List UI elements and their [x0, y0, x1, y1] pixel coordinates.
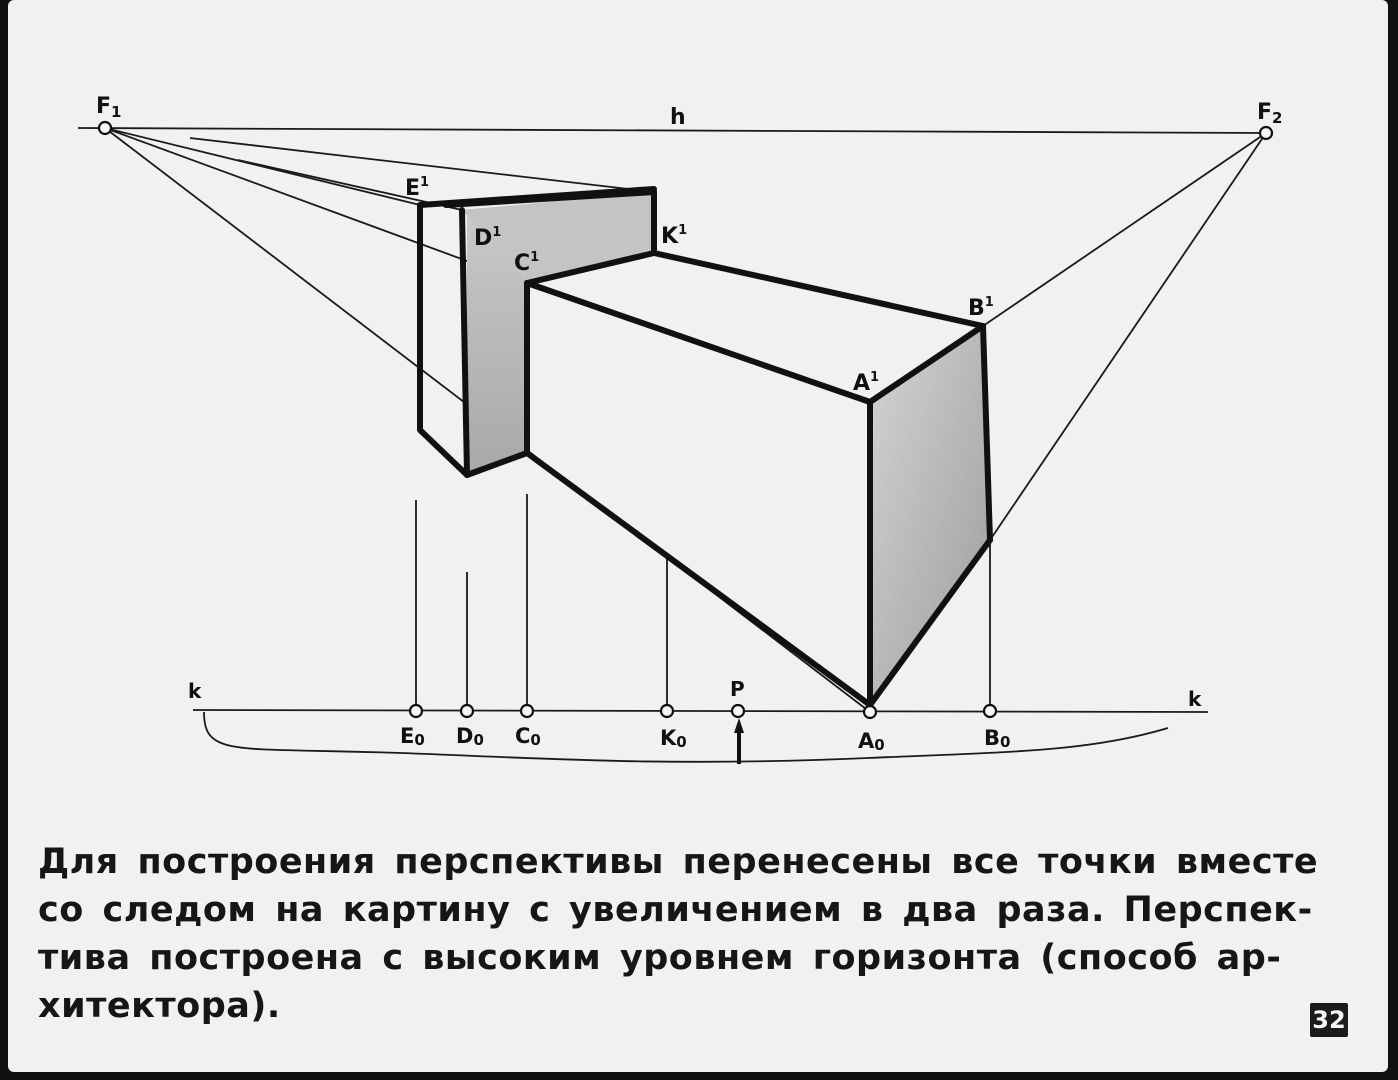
d-side-face [467, 210, 527, 475]
caption-line-1: Для построения перспективы перенесены вс… [38, 842, 1319, 882]
d-bottom-edge [464, 450, 530, 478]
b0-marker [982, 703, 998, 719]
slide: F1 F2 h E1 D1 C1 K1 B1 A1 k k P E0 D0 [8, 0, 1388, 1072]
label-a1: A1 [853, 370, 879, 396]
f2-ray-to-b1 [982, 132, 1267, 327]
picture-line [192, 709, 1209, 713]
label-k-right: k [1188, 687, 1202, 711]
a0-marker [862, 704, 878, 720]
page-number-badge: 32 [1310, 1003, 1348, 1037]
p-marker [730, 703, 746, 719]
label-c0: C0 [515, 724, 541, 749]
label-d0: D0 [456, 724, 484, 749]
label-e1: E1 [405, 175, 429, 201]
ground-trace-curve [203, 711, 1169, 763]
d-to-k-top-edge [443, 189, 657, 208]
f1-ray-to-e1 [104, 127, 421, 206]
c0-marker [519, 703, 535, 719]
f2-marker [1258, 125, 1274, 141]
a-to-b-top-edge [867, 323, 986, 405]
label-f2: F2 [1257, 100, 1282, 127]
building-outline [417, 186, 993, 708]
viewer-arrow-icon [734, 718, 744, 764]
label-c1: C1 [514, 250, 539, 276]
label-f1: F1 [96, 94, 121, 121]
k-to-b-top-edge [651, 250, 986, 329]
perspective-construction-drawing: F1 F2 h E1 D1 C1 K1 B1 A1 k k P E0 D0 [77, 94, 1282, 764]
label-b0: B0 [984, 726, 1010, 751]
caption-line-2: со следом на картину с увеличением в два… [38, 890, 1313, 930]
e-column-outline [417, 202, 470, 478]
top-strip-face [462, 192, 654, 283]
label-k1: K1 [661, 223, 687, 249]
e0-marker [408, 703, 424, 719]
d-inner-edge [459, 207, 470, 478]
label-k-left: k [188, 679, 202, 703]
b-vertical-edge [980, 323, 993, 543]
d0-marker [459, 703, 475, 719]
k-to-c-edge [524, 250, 657, 286]
b-to-a0-edge [867, 537, 993, 708]
caption-line-4: хитектора). [38, 986, 281, 1026]
label-h: h [670, 105, 686, 130]
c-to-a0-edge [524, 450, 873, 708]
c-to-a-top-edge [524, 280, 873, 405]
label-d1: D1 [474, 225, 501, 251]
f1-marker [97, 120, 113, 136]
a-side-face [870, 326, 990, 705]
f2-ray-to-b-bottom [989, 132, 1267, 541]
f1-ray-to-d1 [237, 159, 463, 211]
k0-marker [659, 703, 675, 719]
point-markers [97, 120, 1274, 720]
horizon-line [77, 127, 1271, 134]
caption-line-3: тива построена с высоким уровнем горизон… [38, 938, 1282, 978]
label-e0: E0 [400, 724, 425, 749]
label-p: P [730, 677, 745, 701]
construction-lines [77, 127, 1271, 763]
caption-text: Для построения перспективы перенесены вс… [38, 838, 1318, 1030]
f1-ray-to-c1 [104, 127, 528, 284]
label-b1: B1 [968, 295, 994, 321]
f1-ray-to-k1 [189, 137, 655, 193]
label-a0: A0 [858, 729, 885, 754]
label-k0: K0 [660, 726, 687, 751]
